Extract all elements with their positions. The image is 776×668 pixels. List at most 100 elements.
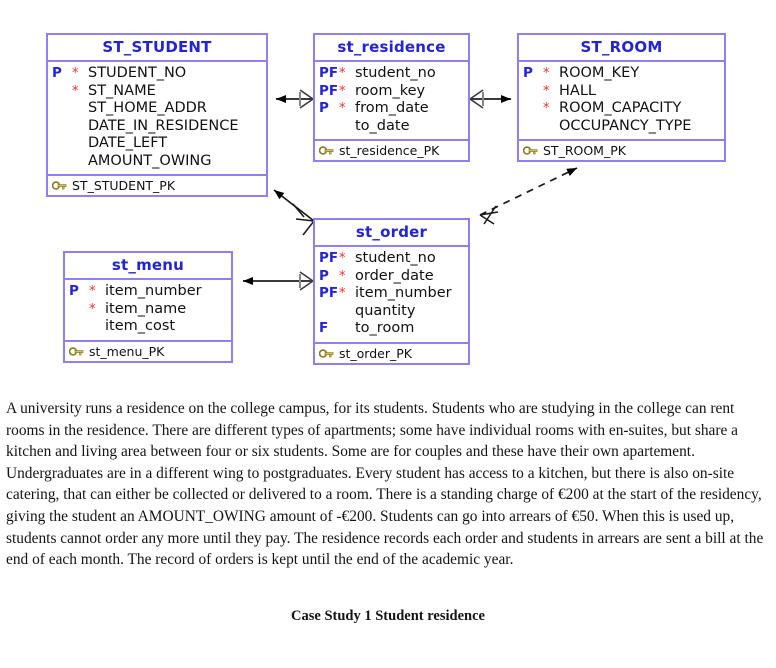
attribute-name: ROOM_CAPACITY (559, 100, 682, 116)
attribute-key-marker: PF (319, 285, 339, 301)
attribute-name: item_number (105, 283, 202, 299)
attribute-key-marker: P (523, 65, 533, 81)
attribute-key-marker: P (319, 100, 329, 116)
attribute-key-marker: PF (319, 250, 339, 266)
attribute-row: * HALL (521, 83, 722, 101)
attribute-name: to_date (355, 117, 410, 134)
attribute-name: ROOM_KEY (559, 65, 640, 81)
attribute-mandatory-marker: * (339, 286, 346, 301)
primary-key-label: st_residence_PK (339, 143, 440, 158)
attribute-row: to_date (317, 118, 466, 136)
attribute-mandatory-marker: * (339, 66, 346, 81)
attribute-row: ST_HOME_ADDR (50, 100, 264, 118)
attribute-mandatory-marker: * (72, 83, 79, 99)
entity-st-student[interactable]: ST_STUDENT P * STUDENT_NO * ST_NAME ST_H… (46, 33, 268, 197)
attribute-row: * ST_NAME (50, 83, 264, 101)
attribute-name: OCCUPANCY_TYPE (559, 117, 692, 134)
attribute-name: student_no (355, 65, 436, 81)
attribute-name: room_key (355, 82, 426, 99)
attribute-name: DATE_IN_RESIDENCE (88, 117, 239, 134)
entity-st-room[interactable]: ST_ROOM P * ROOM_KEY * HALL * ROOM_CAPAC… (517, 33, 726, 162)
attribute-row: P * order_date (317, 268, 466, 286)
attribute-row: P * item_number (67, 283, 229, 301)
attribute-key-marker: PF (319, 82, 339, 99)
attribute-mandatory-marker: * (89, 301, 96, 317)
attribute-mandatory-marker: * (543, 83, 550, 99)
attribute-row: PF * student_no (317, 65, 466, 83)
connector-order-room (479, 167, 578, 225)
attribute-key-marker: P (69, 283, 79, 299)
attribute-name: ST_NAME (88, 82, 156, 99)
connector-residence-room (469, 89, 511, 109)
attribute-name: item_cost (105, 318, 176, 334)
primary-key-label: ST_ROOM_PK (543, 143, 626, 158)
figure-caption: Case Study 1 Student residence (291, 608, 485, 624)
attribute-mandatory-marker: * (339, 101, 346, 116)
attribute-row: item_cost (67, 318, 229, 336)
case-study-paragraph: A university runs a residence on the col… (6, 400, 764, 569)
attribute-row: P * ROOM_KEY (521, 65, 722, 83)
attribute-row: PF * room_key (317, 83, 466, 101)
attribute-mandatory-marker: * (543, 101, 550, 116)
attribute-list-st-student: P * STUDENT_NO * ST_NAME ST_HOME_ADDR DA… (48, 62, 266, 176)
primary-key-bar-st-order: st_order_PK (315, 344, 468, 363)
attribute-mandatory-marker: * (339, 268, 346, 284)
attribute-key-marker: P (52, 65, 62, 81)
entity-st-order[interactable]: st_order PF * student_no P * order_date … (313, 218, 470, 365)
primary-key-label: st_menu_PK (89, 343, 165, 359)
attribute-name: to_room (355, 320, 415, 336)
attribute-row: * ROOM_CAPACITY (521, 100, 722, 118)
entity-st-menu[interactable]: st_menu P * item_number * item_name item… (63, 251, 233, 363)
primary-key-bar-st-menu: st_menu_PK (65, 342, 231, 361)
attribute-list-st-order: PF * student_no P * order_date PF * item… (315, 247, 468, 344)
connector-student-residence (276, 89, 314, 109)
attribute-name: AMOUNT_OWING (88, 152, 212, 169)
entity-title-st-order: st_order (315, 220, 468, 247)
primary-key-bar-st-residence: st_residence_PK (315, 141, 468, 160)
key-icon (523, 145, 538, 156)
connector-order-menu (243, 271, 314, 291)
attribute-name: ST_HOME_ADDR (88, 100, 207, 116)
attribute-mandatory-marker: * (72, 66, 79, 81)
entity-title-st-room: ST_ROOM (519, 35, 724, 62)
entity-title-st-residence: st_residence (315, 35, 468, 62)
attribute-name: quantity (355, 302, 416, 319)
attribute-list-st-residence: PF * student_no PF * room_key P * from_d… (315, 62, 468, 141)
attribute-list-st-room: P * ROOM_KEY * HALL * ROOM_CAPACITY OCCU… (519, 62, 724, 141)
entity-st-residence[interactable]: st_residence PF * student_no PF * room_k… (313, 33, 470, 162)
attribute-row: OCCUPANCY_TYPE (521, 118, 722, 136)
attribute-name: item_name (105, 300, 187, 317)
attribute-name: STUDENT_NO (88, 65, 187, 81)
attribute-mandatory-marker: * (543, 66, 550, 81)
attribute-row: * item_name (67, 301, 229, 319)
attribute-name: student_no (355, 250, 436, 266)
primary-key-label: st_order_PK (339, 345, 412, 361)
attribute-row: PF * student_no (317, 250, 466, 268)
attribute-row: PF * item_number (317, 285, 466, 303)
primary-key-bar-st-room: ST_ROOM_PK (519, 141, 724, 160)
entity-title-st-student: ST_STUDENT (48, 35, 266, 62)
primary-key-label: ST_STUDENT_PK (72, 178, 176, 193)
attribute-row: DATE_LEFT (50, 135, 264, 153)
attribute-list-st-menu: P * item_number * item_name item_cost (65, 280, 231, 342)
attribute-key-marker: F (319, 320, 329, 336)
entity-title-st-menu: st_menu (65, 253, 231, 280)
attribute-name: item_number (355, 285, 452, 301)
key-icon (319, 145, 334, 156)
attribute-mandatory-marker: * (89, 284, 96, 299)
key-icon (319, 348, 334, 359)
attribute-key-marker: P (319, 267, 329, 284)
attribute-row: quantity (317, 303, 466, 321)
connector-order-student (273, 189, 315, 236)
attribute-name: HALL (559, 82, 596, 99)
attribute-row: P * from_date (317, 100, 466, 118)
attribute-key-marker: PF (319, 65, 339, 81)
er-connectors (243, 89, 578, 291)
key-icon (69, 346, 84, 357)
attribute-name: order_date (355, 267, 434, 284)
attribute-name: from_date (355, 100, 429, 116)
primary-key-bar-st-student: ST_STUDENT_PK (48, 176, 266, 195)
er-diagram-canvas: ST_STUDENT P * STUDENT_NO * ST_NAME ST_H… (46, 33, 726, 365)
attribute-mandatory-marker: * (339, 83, 346, 99)
attribute-row: F to_room (317, 320, 466, 338)
